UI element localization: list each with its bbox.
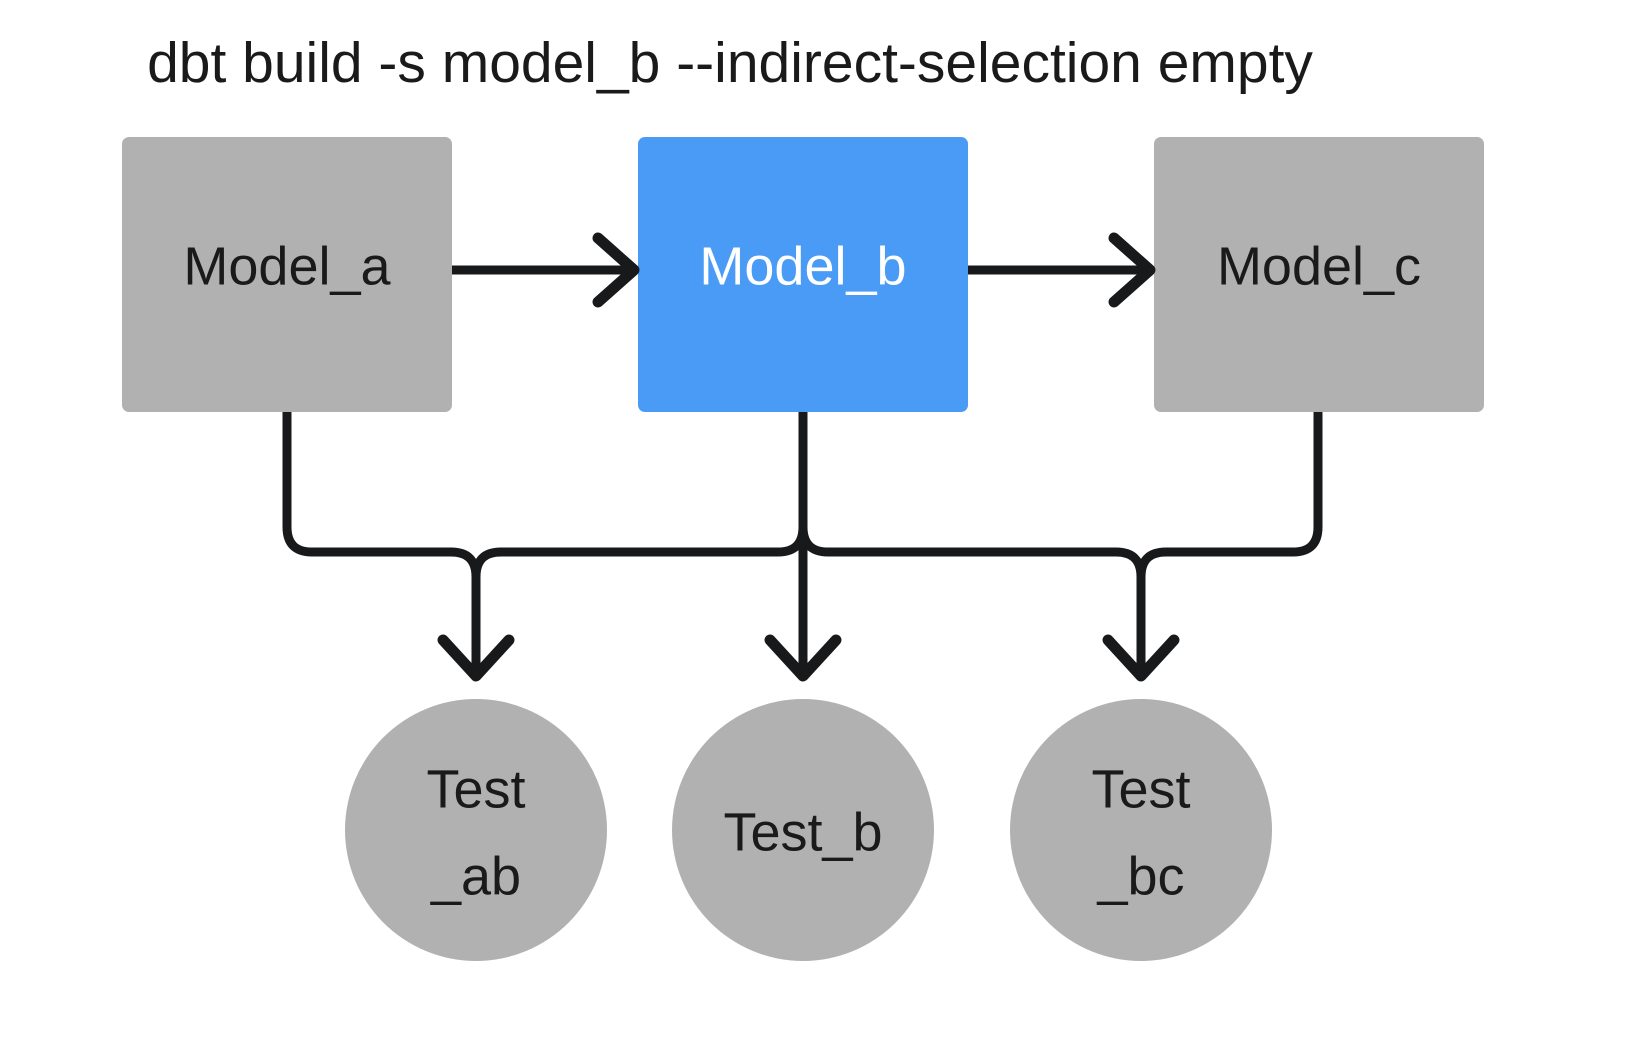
test_bc-label-line2: _bc	[1096, 846, 1184, 906]
model_b-label: Model_b	[699, 236, 906, 296]
diagram-title: dbt build -s model_b --indirect-selectio…	[147, 31, 1313, 95]
model_c-label: Model_c	[1217, 236, 1421, 296]
edge-group-model-to-tests	[282, 412, 1323, 682]
test_ab-label-line1: Test	[426, 759, 525, 819]
model_b-shape[interactable]	[638, 137, 968, 412]
arrowhead-into-model_c	[1108, 232, 1156, 308]
test_b-label-line1: Test_b	[723, 802, 882, 862]
arrowhead-into-test_ab	[437, 634, 515, 682]
node-test_b[interactable]: Test_b	[672, 699, 934, 961]
model_a-label: Model_a	[183, 236, 391, 296]
edge-model_c-to-test_bc	[1136, 412, 1323, 672]
node-model_c[interactable]: Model_c	[1154, 137, 1484, 412]
arrowhead-into-model_b	[592, 232, 640, 308]
test_ab-shape[interactable]	[345, 699, 607, 961]
model_c-shape[interactable]	[1154, 137, 1484, 412]
test_bc-label-line1: Test	[1091, 759, 1190, 819]
edge-model_b-to-test_ab	[471, 412, 808, 672]
arrowhead-into-test_bc	[1102, 634, 1180, 682]
test_bc-shape[interactable]	[1010, 699, 1272, 961]
edge-model_a-to-test_ab	[282, 412, 481, 672]
node-model_a[interactable]: Model_a	[122, 137, 452, 412]
arrowhead-into-test_b	[764, 634, 842, 682]
node-model_b[interactable]: Model_b	[638, 137, 968, 412]
model_a-shape[interactable]	[122, 137, 452, 412]
node-test_ab[interactable]: Test _ab	[345, 699, 607, 961]
edge-group-model-to-model	[452, 232, 1156, 308]
test_ab-label-line2: _ab	[430, 846, 521, 906]
node-test_bc[interactable]: Test _bc	[1010, 699, 1272, 961]
edge-model_b-to-test_bc	[798, 412, 1146, 672]
test_b-shape[interactable]	[672, 699, 934, 961]
